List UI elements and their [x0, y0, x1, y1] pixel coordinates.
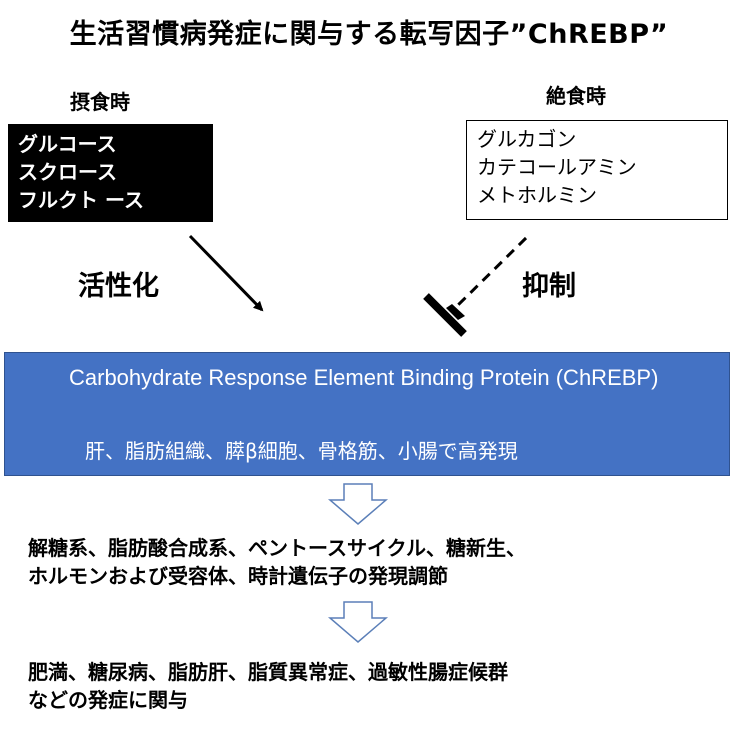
page-title: 生活習慣病発症に関与する転写因子”ChREBP”: [69, 19, 669, 50]
regulation-text: 解糖系、脂肪酸合成系、ペントースサイクル、糖新生、 ホルモンおよび受容体、時計遺…: [28, 534, 526, 590]
fed-item-sucrose: スクロース: [18, 160, 117, 184]
fasting-hormones-box: グルカゴン カテコールアミン メトホルミン: [466, 120, 728, 220]
disease-line-2: などの発症に関与: [28, 688, 188, 712]
fasting-item-metformin: メトホルミン: [477, 183, 597, 207]
down-arrow-1: [327, 483, 389, 525]
down-arrow-2: [327, 601, 389, 643]
fed-label: 摂食時: [70, 90, 130, 114]
inhibition-bar: [423, 293, 467, 337]
regulation-line-1: 解糖系、脂肪酸合成系、ペントースサイクル、糖新生、: [28, 536, 526, 560]
regulation-line-2: ホルモンおよび受容体、時計遺伝子の発現調節: [28, 564, 448, 588]
fed-item-fructose: フルクト ース: [18, 188, 144, 212]
inhibition-label: 抑制: [522, 271, 576, 302]
inhibition-arrow-head: [446, 304, 465, 320]
protein-name: Carbohydrate Response Element Binding Pr…: [69, 365, 659, 390]
fed-item-glucose: グルコース: [18, 132, 117, 156]
activation-arrow: [188, 234, 264, 312]
disease-text: 肥満、糖尿病、脂肪肝、脂質異常症、過敏性腸症候群 などの発症に関与: [28, 658, 508, 714]
chrebp-box: Carbohydrate Response Element Binding Pr…: [4, 352, 730, 476]
fasting-item-glucagon: グルカゴン: [477, 127, 577, 151]
fed-sugars-box: グルコース スクロース フルクト ース: [8, 124, 213, 222]
activation-label: 活性化: [78, 271, 159, 302]
tissue-expression: 肝、脂肪組織、膵β細胞、骨格筋、小腸で高発現: [85, 439, 518, 463]
fasting-label: 絶食時: [546, 84, 606, 108]
fasting-item-catecholamine: カテコールアミン: [477, 155, 637, 179]
disease-line-1: 肥満、糖尿病、脂肪肝、脂質異常症、過敏性腸症候群: [28, 660, 508, 684]
inhibition-arrow: [453, 236, 528, 310]
